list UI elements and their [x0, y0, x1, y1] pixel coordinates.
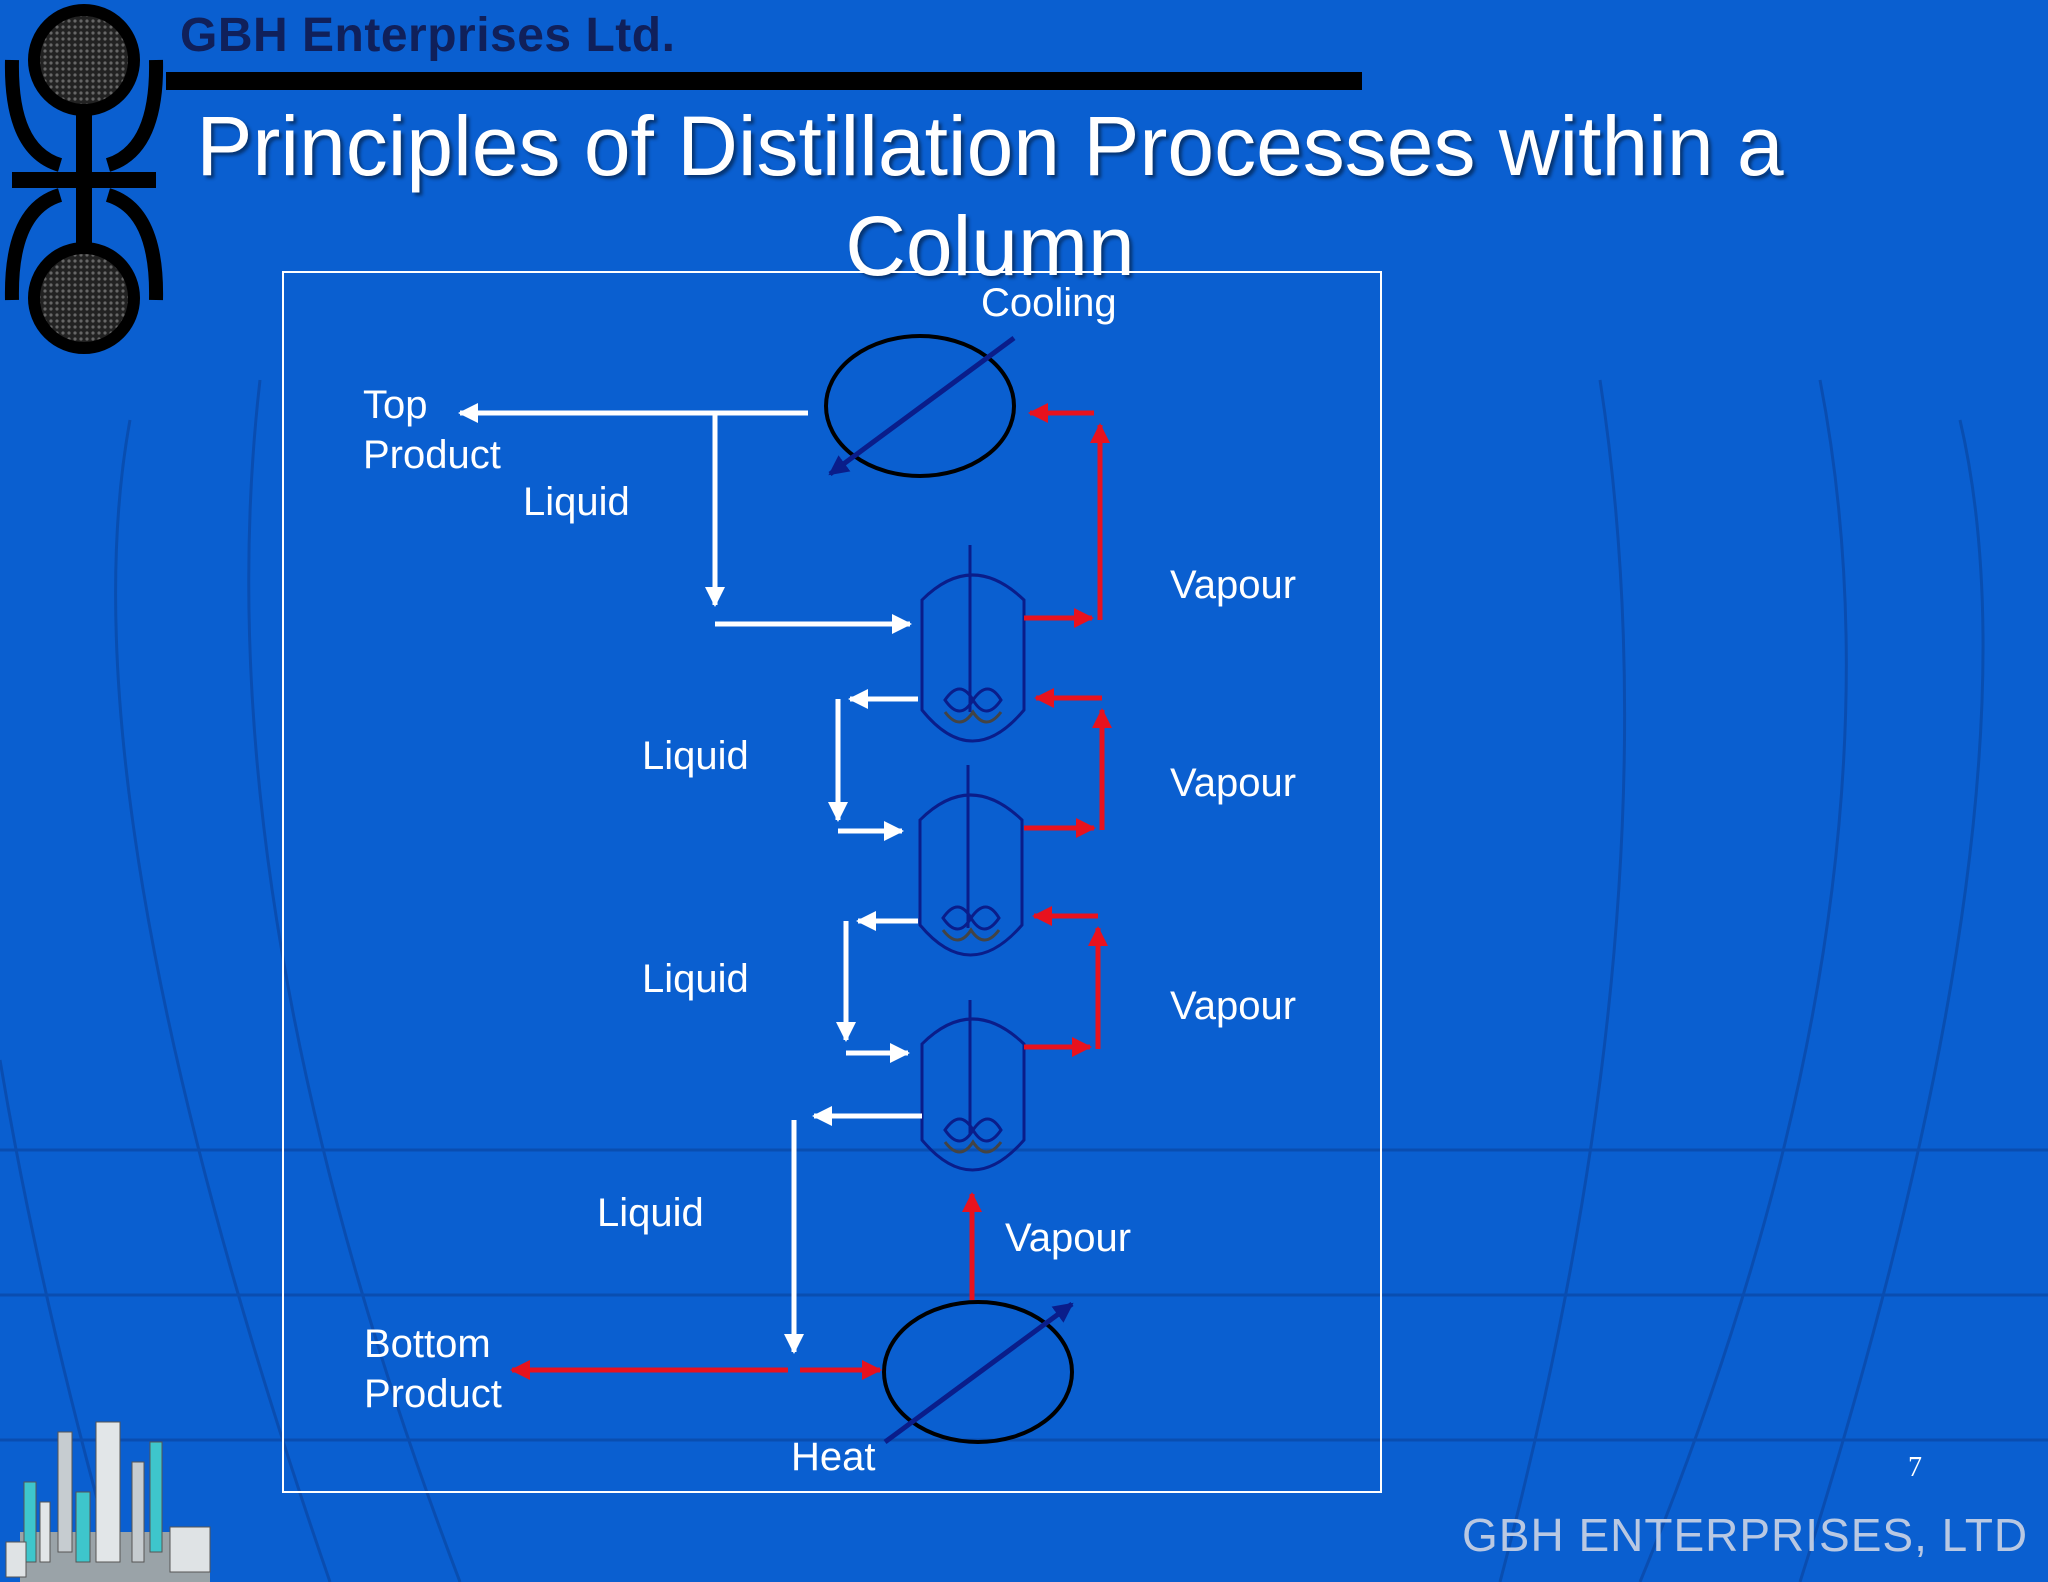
label-vapour-1: Vapour [1170, 563, 1297, 607]
diagram-frame [282, 271, 1382, 1493]
label-vapour-2: Vapour [1170, 761, 1297, 805]
label-vapour-4: Vapour [1005, 1216, 1132, 1260]
label-cooling: Cooling [981, 281, 1117, 325]
label-top-product-line1: Top [363, 383, 428, 427]
label-top-product-line2: Product [363, 433, 501, 477]
label-liquid-1: Liquid [523, 480, 630, 524]
reboiler [882, 1300, 1074, 1445]
label-bottom-product-line1: Bottom [364, 1322, 491, 1366]
label-bottom-product-line2: Product [364, 1372, 502, 1416]
refinery-illustration [5, 1421, 211, 1582]
stage-vessel-3 [920, 1000, 1026, 1172]
header-rule [166, 72, 1362, 90]
label-liquid-3: Liquid [642, 957, 749, 1001]
label-liquid-4: Liquid [597, 1191, 704, 1235]
slide-title: Principles of Distillation Processes wit… [196, 99, 1784, 293]
page-number: 7 [1908, 1452, 1922, 1483]
label-liquid-2: Liquid [642, 734, 749, 778]
stage-vessel-2 [918, 765, 1024, 957]
company-logo [4, 4, 164, 354]
footer-brand: GBH ENTERPRISES, LTD [1462, 1509, 2029, 1561]
vapour-flows [510, 403, 1112, 1380]
stage-vessel-1 [920, 545, 1026, 743]
label-vapour-3: Vapour [1170, 984, 1297, 1028]
label-heat: Heat [791, 1435, 876, 1479]
condenser [824, 334, 1016, 478]
liquid-flows [458, 403, 922, 1354]
company-header: GBH Enterprises Ltd. [180, 9, 676, 62]
